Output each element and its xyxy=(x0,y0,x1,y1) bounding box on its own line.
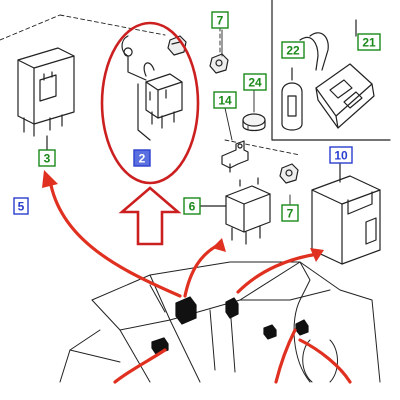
up-arrow-outline xyxy=(118,186,182,246)
cap-part-24 xyxy=(242,113,266,132)
nut-part-7-lower xyxy=(279,163,299,184)
arrow-down-right xyxy=(298,338,352,384)
remote-part-21 xyxy=(299,19,375,129)
arrow-down-left xyxy=(113,348,167,384)
callout-22: 22 xyxy=(281,41,305,59)
callout-3-label: 3 xyxy=(44,152,51,166)
callout-7-top-label: 7 xyxy=(217,14,224,28)
callout-10: 10 xyxy=(329,146,353,164)
arrow-to-part-10 xyxy=(236,252,320,294)
callout-21-label: 21 xyxy=(362,36,376,50)
arrow-down-mid xyxy=(274,328,297,384)
callout-6-label: 6 xyxy=(189,200,196,214)
callout-5: 5 xyxy=(13,197,29,215)
callout-2: 2 xyxy=(133,149,151,167)
vehicle-relay-markers xyxy=(151,296,309,355)
callout-6: 6 xyxy=(183,197,201,215)
relay-part-2 xyxy=(121,35,183,141)
vehicle-outline xyxy=(59,261,381,383)
inset-frame xyxy=(271,0,391,141)
relay-part-6 xyxy=(199,177,271,245)
pointer-arrowheads xyxy=(42,170,324,262)
callout-21: 21 xyxy=(357,33,381,51)
key-fob-part-22 xyxy=(281,67,303,131)
callout-14: 14 xyxy=(213,91,237,109)
highlight-ellipse xyxy=(100,21,200,185)
callout-7-bottom: 7 xyxy=(281,204,299,222)
relay-part-3 xyxy=(17,47,75,151)
callout-10-label: 10 xyxy=(334,149,348,163)
callout-24: 24 xyxy=(243,73,267,91)
bracket-part-14 xyxy=(221,140,249,173)
callout-3: 3 xyxy=(38,149,56,167)
pointer-arrows xyxy=(48,178,352,384)
leader-lines xyxy=(221,29,291,206)
arrow-to-part-6 xyxy=(183,242,222,298)
arrow-to-part-3 xyxy=(48,178,182,298)
callout-2-label: 2 xyxy=(139,152,146,166)
callout-7-bottom-label: 7 xyxy=(287,207,294,221)
module-part-10 xyxy=(311,162,381,265)
callouts: 7 22 21 24 14 3 2 5 xyxy=(13,11,381,222)
callout-7-top: 7 xyxy=(211,11,229,29)
callout-14-label: 14 xyxy=(218,94,232,108)
callout-22-label: 22 xyxy=(286,44,300,58)
nut-part-7-upper xyxy=(209,53,229,74)
callout-24-label: 24 xyxy=(248,76,262,90)
callout-5-label: 5 xyxy=(18,200,25,214)
